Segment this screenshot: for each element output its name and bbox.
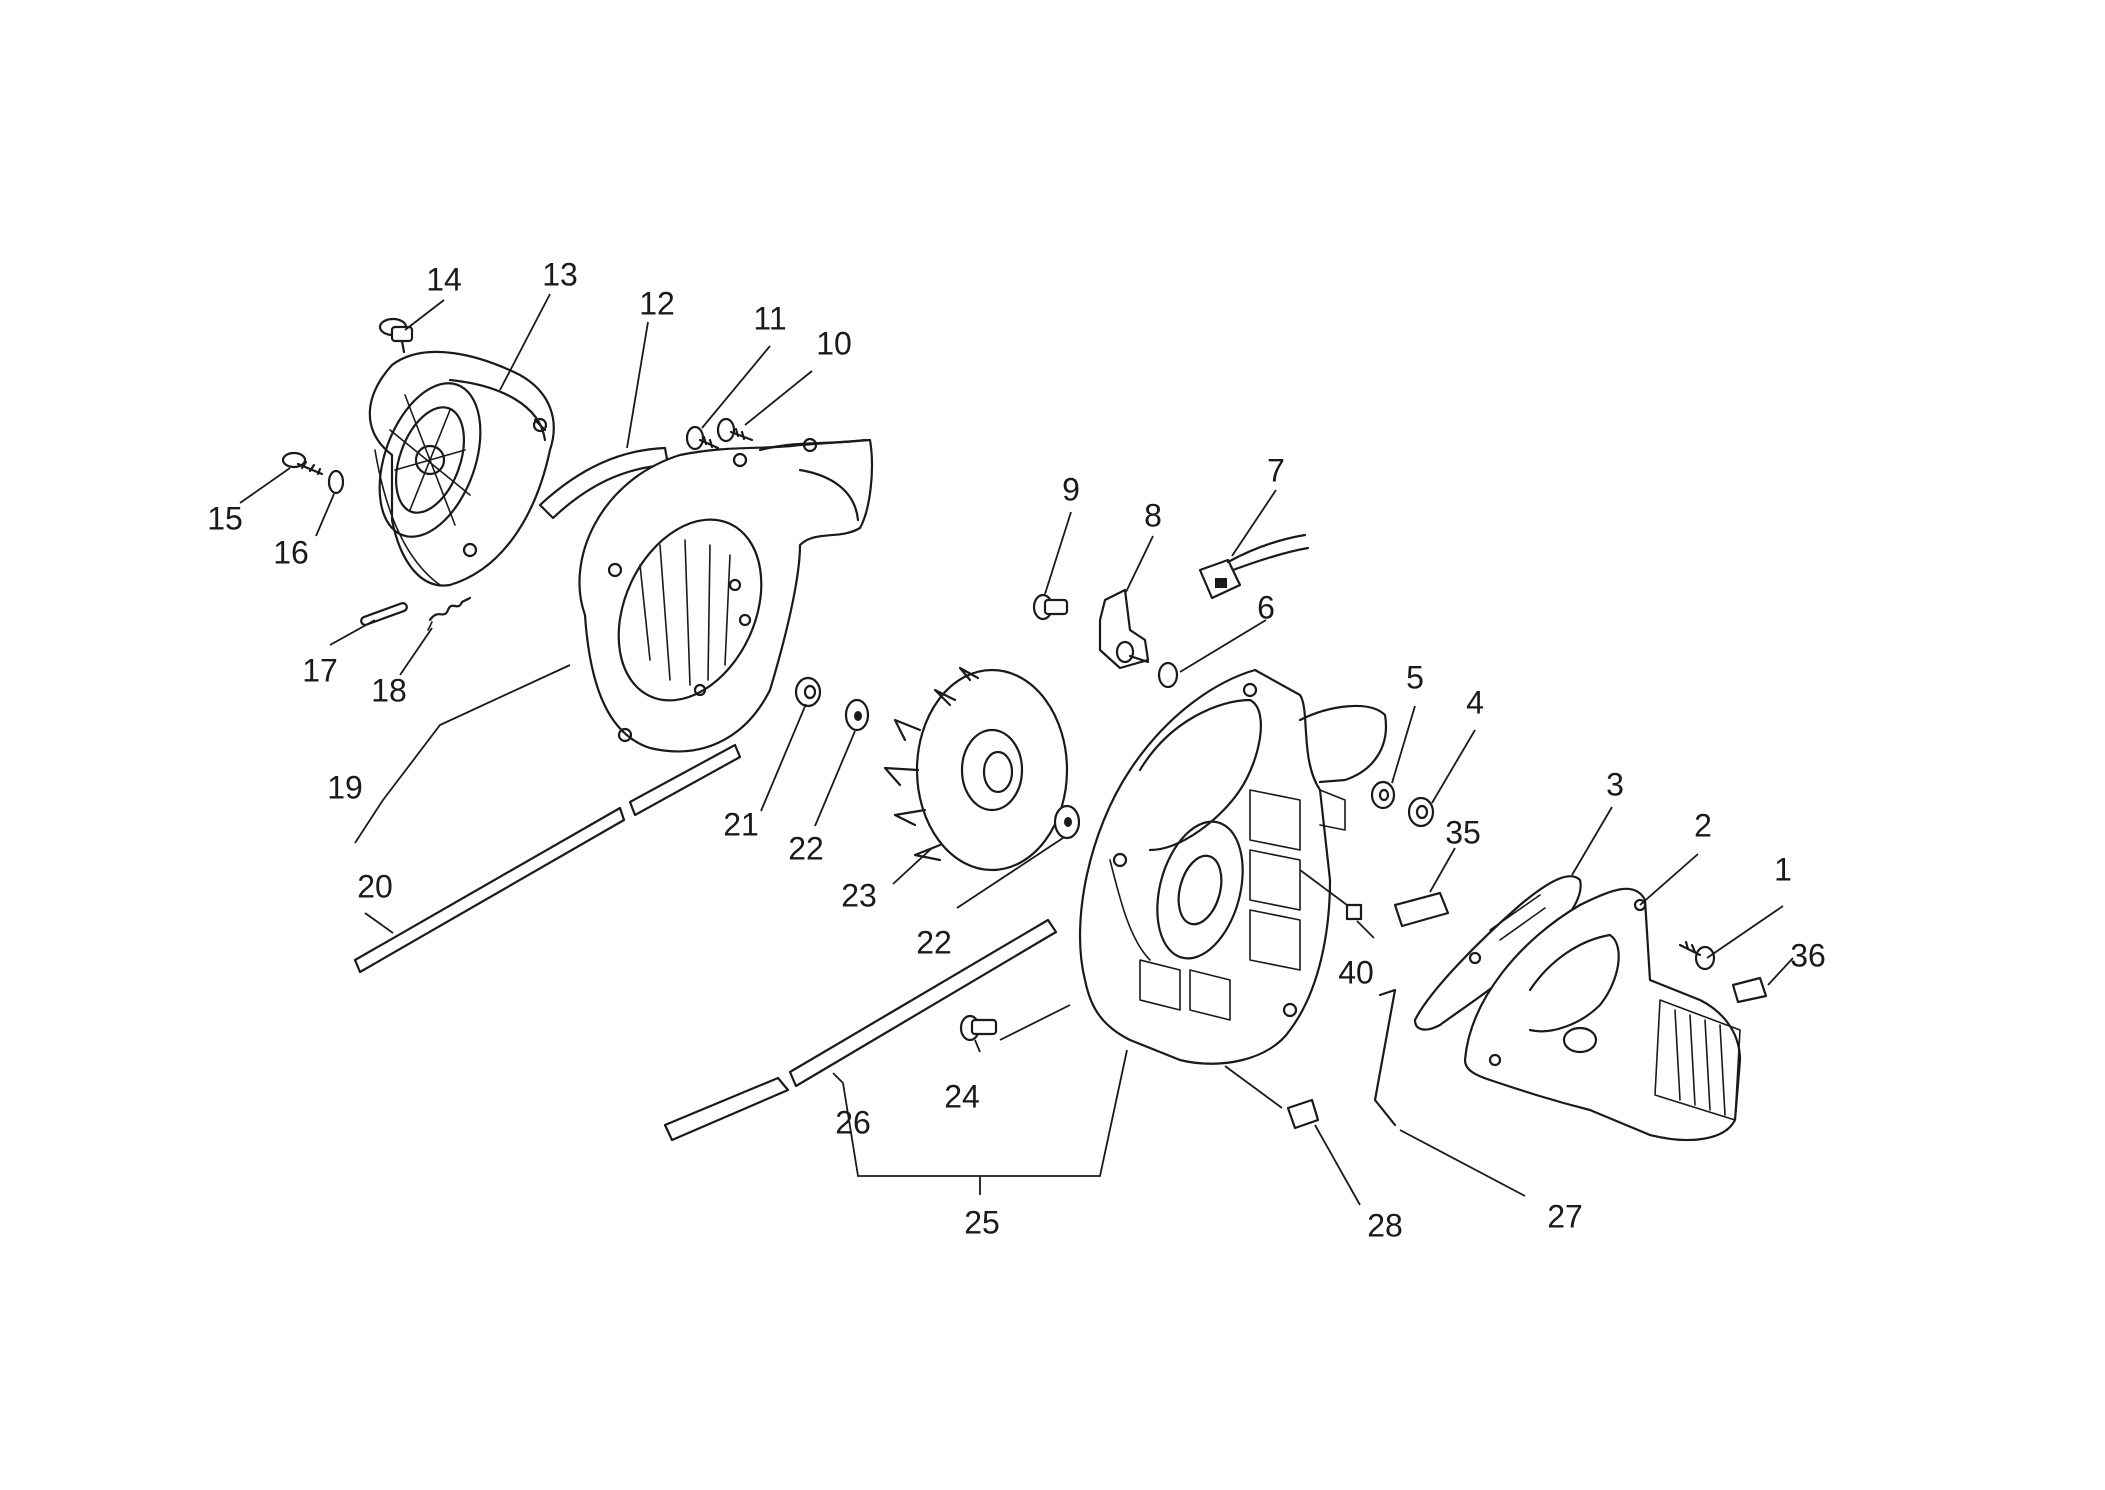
screw-11 <box>685 425 720 451</box>
bolt-24 <box>959 1014 998 1042</box>
callout-35: 35 <box>1445 814 1481 850</box>
callout-20: 20 <box>357 868 393 904</box>
callout-7: 7 <box>1267 452 1285 488</box>
callout-25: 25 <box>964 1204 1000 1240</box>
callout-22b: 22 <box>916 924 952 960</box>
callout-28: 28 <box>1367 1207 1403 1243</box>
spring-18 <box>427 596 472 631</box>
callout-14: 14 <box>426 261 462 297</box>
callout-3: 3 <box>1606 766 1624 802</box>
callout-24: 24 <box>944 1078 980 1114</box>
washer-22-upper <box>844 698 870 732</box>
bolt-9 <box>1032 593 1069 621</box>
cover-2 <box>1463 887 1742 1142</box>
callout-40: 40 <box>1338 954 1374 990</box>
callout-11: 11 <box>753 300 786 336</box>
callout-36: 36 <box>1790 937 1826 973</box>
nut-5 <box>1370 780 1396 810</box>
washer-22-lower <box>1053 804 1081 840</box>
callout-9: 9 <box>1062 471 1080 507</box>
screw-10 <box>716 417 754 443</box>
callout-12: 12 <box>639 285 675 321</box>
callout-18: 18 <box>371 672 407 708</box>
handle-grip-3 <box>1413 875 1582 1031</box>
block-40 <box>1345 903 1363 921</box>
callout-1: 1 <box>1774 851 1792 887</box>
recoil-starter <box>368 350 555 587</box>
callout-19: 19 <box>327 769 363 805</box>
callout-13: 13 <box>542 256 578 292</box>
callout-6: 6 <box>1257 589 1275 625</box>
screw-14 <box>378 317 414 354</box>
bracket-8 <box>1098 588 1150 670</box>
blower-housing <box>1078 668 1388 1065</box>
leader-lines <box>239 293 1794 1206</box>
strip-20 <box>353 743 742 974</box>
callout-4: 4 <box>1466 684 1484 720</box>
callout-16: 16 <box>273 534 309 570</box>
callout-27: 27 <box>1547 1198 1583 1234</box>
connector-7 <box>1198 533 1310 600</box>
screw-15 <box>281 451 324 476</box>
clip-28 <box>1286 1098 1320 1130</box>
screw-1 <box>1678 940 1716 971</box>
callout-26: 26 <box>835 1104 871 1140</box>
label-36 <box>1731 976 1768 1004</box>
callout-10: 10 <box>816 325 852 361</box>
callout-21: 21 <box>723 806 759 842</box>
pin-17 <box>360 602 408 626</box>
washer-6 <box>1157 661 1179 689</box>
label-35 <box>1393 891 1450 928</box>
nut-4 <box>1407 796 1435 828</box>
callout-2: 2 <box>1694 807 1712 843</box>
impeller-fan <box>883 666 1069 872</box>
callout-5: 5 <box>1406 659 1424 695</box>
callout-17: 17 <box>302 652 338 688</box>
strip-26 <box>663 918 1058 1142</box>
callout-labels: 1 2 3 4 5 6 7 8 9 10 11 12 13 14 15 16 1… <box>207 256 1826 1243</box>
callout-15: 15 <box>207 500 243 536</box>
callout-22a: 22 <box>788 830 824 866</box>
callout-8: 8 <box>1144 497 1162 533</box>
callout-23: 23 <box>841 877 877 913</box>
nut-21 <box>794 676 822 708</box>
washer-16 <box>327 469 345 495</box>
fan-housing-cover <box>578 437 874 753</box>
rod-27 <box>1373 988 1397 1127</box>
